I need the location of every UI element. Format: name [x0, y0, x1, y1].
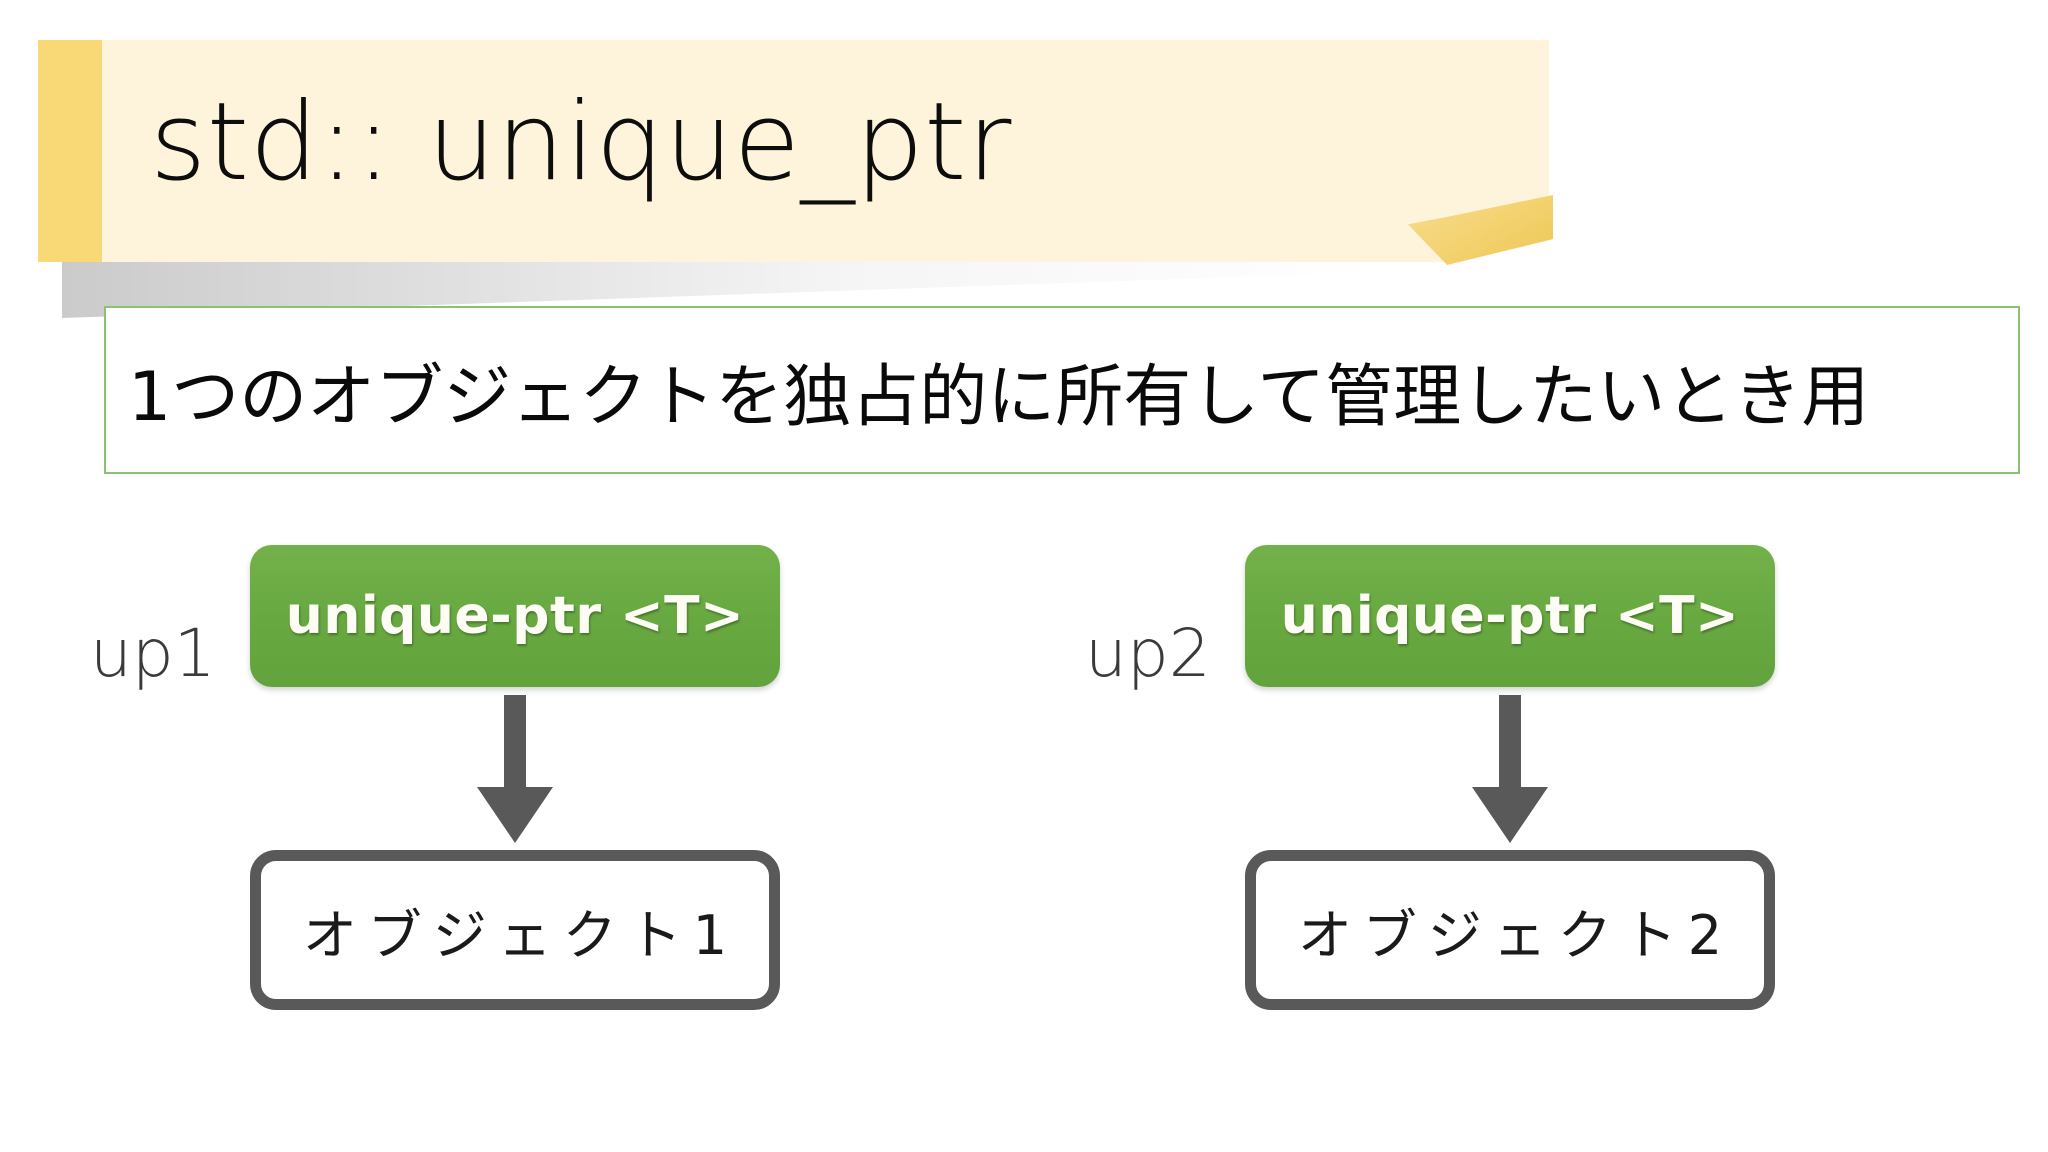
pointer-box-up1: unique-ptr <T> — [250, 545, 780, 687]
object-box-label-2: オブジェクト2 — [1297, 903, 1734, 967]
down-arrow-icon-up1 — [477, 695, 553, 843]
description-text: 1つのオブジェクトを独占的に所有して管理したいとき用 — [128, 357, 1870, 437]
page-title: std:: unique_ptr — [150, 80, 1012, 205]
object-box-1: オブジェクト1 — [250, 850, 780, 1010]
banner-body — [38, 40, 1549, 262]
variable-label-up2: up2 — [1085, 615, 1211, 692]
down-arrow-icon-up2 — [1472, 695, 1548, 843]
pointer-box-up2: unique-ptr <T> — [1245, 545, 1775, 687]
banner-accent-bar — [38, 40, 102, 262]
title-banner: std:: unique_ptr — [38, 40, 1553, 318]
variable-label-up1: up1 — [90, 615, 216, 692]
pointer-box-label-up1: unique-ptr <T> — [285, 586, 745, 646]
description-box: 1つのオブジェクトを独占的に所有して管理したいとき用 — [104, 306, 2020, 474]
object-box-2: オブジェクト2 — [1245, 850, 1775, 1010]
pointer-box-label-up2: unique-ptr <T> — [1280, 586, 1740, 646]
object-box-label-1: オブジェクト1 — [302, 903, 739, 967]
